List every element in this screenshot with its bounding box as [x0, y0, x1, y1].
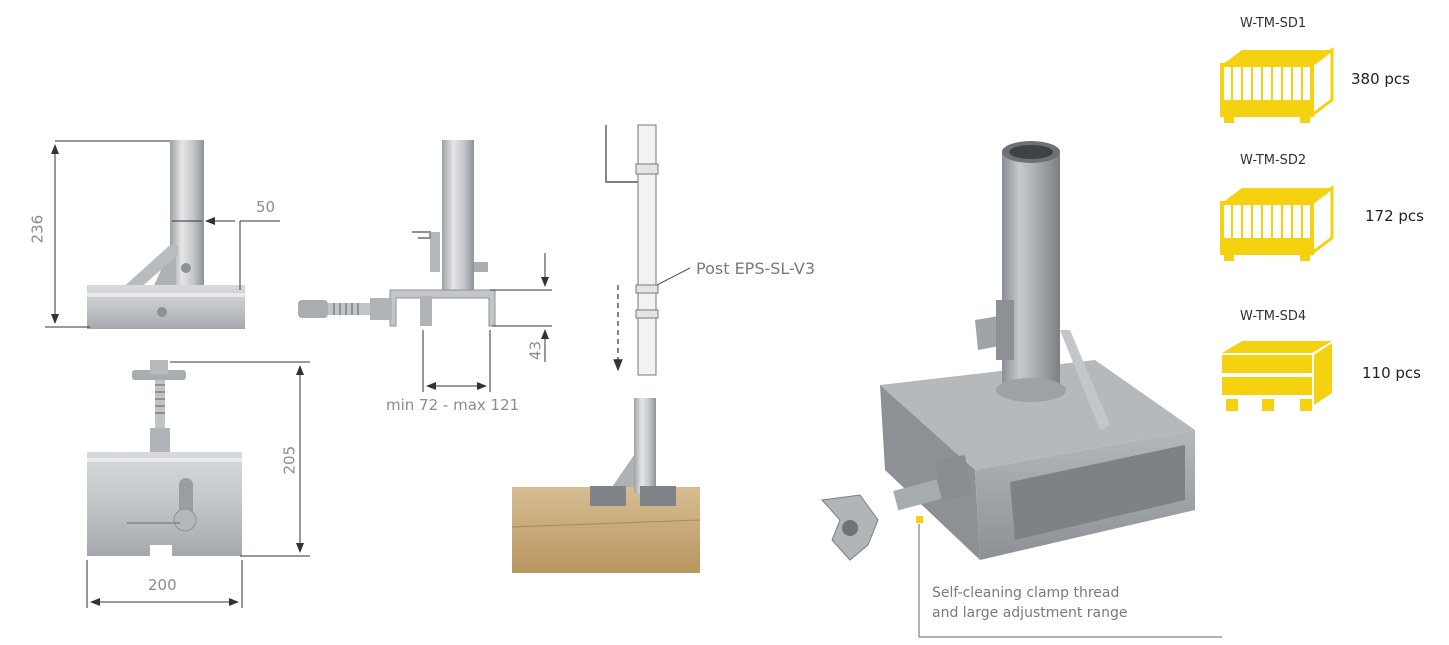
clamp-3d-render [820, 141, 1222, 638]
packaging-code: W-TM-SD2 [1240, 153, 1307, 168]
front-view-drawing [86, 360, 310, 608]
post-label: Post EPS-SL-V3 [696, 259, 815, 278]
dimension-height-205: 205 [280, 445, 299, 475]
dimension-adjustment-range: min 72 - max 121 [386, 396, 520, 414]
packaging-code: W-TM-SD4 [1240, 309, 1307, 324]
dimension-width-200: 200 [148, 576, 177, 594]
side-view-drawing [45, 140, 280, 329]
clamp-side-drawing [298, 140, 552, 392]
packaging-quantity: 380 pcs [1351, 70, 1410, 88]
wooden-crate-icon [1222, 341, 1332, 411]
packaging-quantity: 110 pcs [1362, 364, 1421, 382]
packaging-quantity: 172 pcs [1365, 207, 1424, 225]
feature-callout: Self-cleaning clamp thread and large adj… [932, 585, 1128, 621]
mesh-box-pallet-icon [1220, 47, 1334, 123]
packaging-code: W-TM-SD1 [1240, 16, 1307, 31]
post-insertion-drawing [511, 124, 701, 573]
dimension-height-236: 236 [28, 214, 47, 244]
dimension-height-43: 43 [526, 340, 545, 361]
mesh-box-pallet-icon [1220, 185, 1334, 261]
dimension-width-50: 50 [256, 198, 276, 216]
